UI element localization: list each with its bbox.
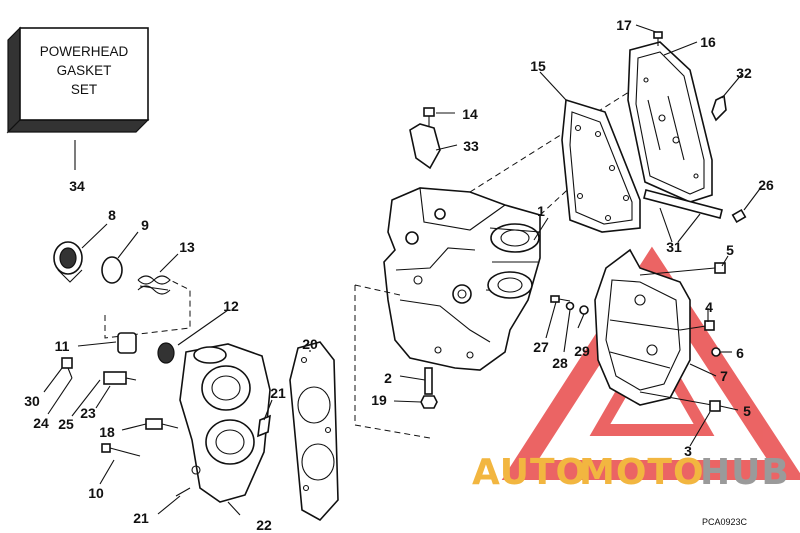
callout-17: 17 xyxy=(616,17,632,33)
watermark-auto: AUTO xyxy=(472,452,587,493)
callout-18: 18 xyxy=(99,424,115,440)
fitting-21-upper xyxy=(257,414,271,438)
callout-9: 9 xyxy=(141,217,149,233)
seal-12 xyxy=(157,342,175,364)
spring-13 xyxy=(137,275,171,295)
cylinder-head-cover-16 xyxy=(627,41,713,203)
callout-32: 32 xyxy=(736,65,752,81)
bracket-33 xyxy=(409,123,441,170)
callout-23: 23 xyxy=(80,405,96,421)
gasket-box-line-2: GASKET xyxy=(57,63,112,78)
callout-3: 3 xyxy=(684,443,692,459)
callout-7: 7 xyxy=(720,368,728,384)
callout-8: 8 xyxy=(108,207,116,223)
reference-code: PCA0923C xyxy=(702,517,748,527)
callout-4: 4 xyxy=(705,299,713,315)
callout-22: 22 xyxy=(256,517,272,533)
pin-31 xyxy=(643,189,723,219)
nut-19 xyxy=(420,395,438,409)
callout-6: 6 xyxy=(736,345,744,361)
plug-8 xyxy=(53,241,83,283)
leader-lines xyxy=(43,24,763,516)
head-gasket-20 xyxy=(289,341,339,522)
bolt-5-top xyxy=(639,262,726,276)
callout-11: 11 xyxy=(55,338,70,354)
callout-13: 13 xyxy=(179,239,195,255)
callout-5-bottom: 5 xyxy=(743,403,751,419)
callout-16: 16 xyxy=(700,34,716,50)
screw-17 xyxy=(653,31,663,46)
bolt-4 xyxy=(679,320,715,331)
callout-34: 34 xyxy=(69,178,85,194)
valve-11 xyxy=(117,332,137,354)
plug-23 xyxy=(103,371,137,385)
callout-19: 19 xyxy=(371,392,387,408)
washer-28 xyxy=(565,301,575,311)
seal-29 xyxy=(579,305,589,315)
screw-26 xyxy=(731,208,747,224)
callout-30: 30 xyxy=(24,393,40,409)
callout-1: 1 xyxy=(537,203,545,219)
sender-18 xyxy=(145,418,179,430)
cylinder-block xyxy=(383,187,541,371)
callout-28: 28 xyxy=(552,355,568,371)
bolt-10 xyxy=(101,443,141,457)
callout-5-top: 5 xyxy=(726,242,734,258)
callout-12: 12 xyxy=(223,298,239,314)
callout-14: 14 xyxy=(462,106,478,122)
watermark-hub: HUB xyxy=(700,452,790,493)
cylinder-head-22 xyxy=(175,343,271,503)
callout-20: 20 xyxy=(302,336,318,352)
gasket-box-line-1: POWERHEAD xyxy=(40,44,129,59)
watermark-text: AUTO MOTO HUB xyxy=(472,452,790,493)
callout-10: 10 xyxy=(88,485,104,501)
exhaust-housing xyxy=(594,248,691,406)
callout-29: 29 xyxy=(574,343,590,359)
callout-21-lower: 21 xyxy=(133,510,149,526)
washer-6 xyxy=(711,347,721,357)
callout-labels: 1 2 3 4 5 5 6 7 8 9 10 11 12 13 14 15 16… xyxy=(24,17,774,533)
callout-26: 26 xyxy=(758,177,774,193)
callout-21-upper: 21 xyxy=(270,385,286,401)
gasket-box-line-3: SET xyxy=(71,82,97,97)
callout-15: 15 xyxy=(530,58,546,74)
callout-27: 27 xyxy=(533,339,549,355)
clip-32 xyxy=(711,94,727,122)
watermark-moto: MOTO xyxy=(579,452,705,493)
gasket-set-box: POWERHEAD GASKET SET xyxy=(6,26,150,134)
callout-24: 24 xyxy=(33,415,49,431)
fitting-30 xyxy=(61,357,73,379)
callout-33: 33 xyxy=(463,138,479,154)
callout-31: 31 xyxy=(666,239,682,255)
screw-27 xyxy=(550,295,571,303)
callout-25: 25 xyxy=(58,416,74,432)
cylinder-head-gasket-15 xyxy=(561,98,641,233)
stud-2 xyxy=(424,367,433,395)
callout-2: 2 xyxy=(384,370,392,386)
o-ring-9 xyxy=(101,256,123,284)
